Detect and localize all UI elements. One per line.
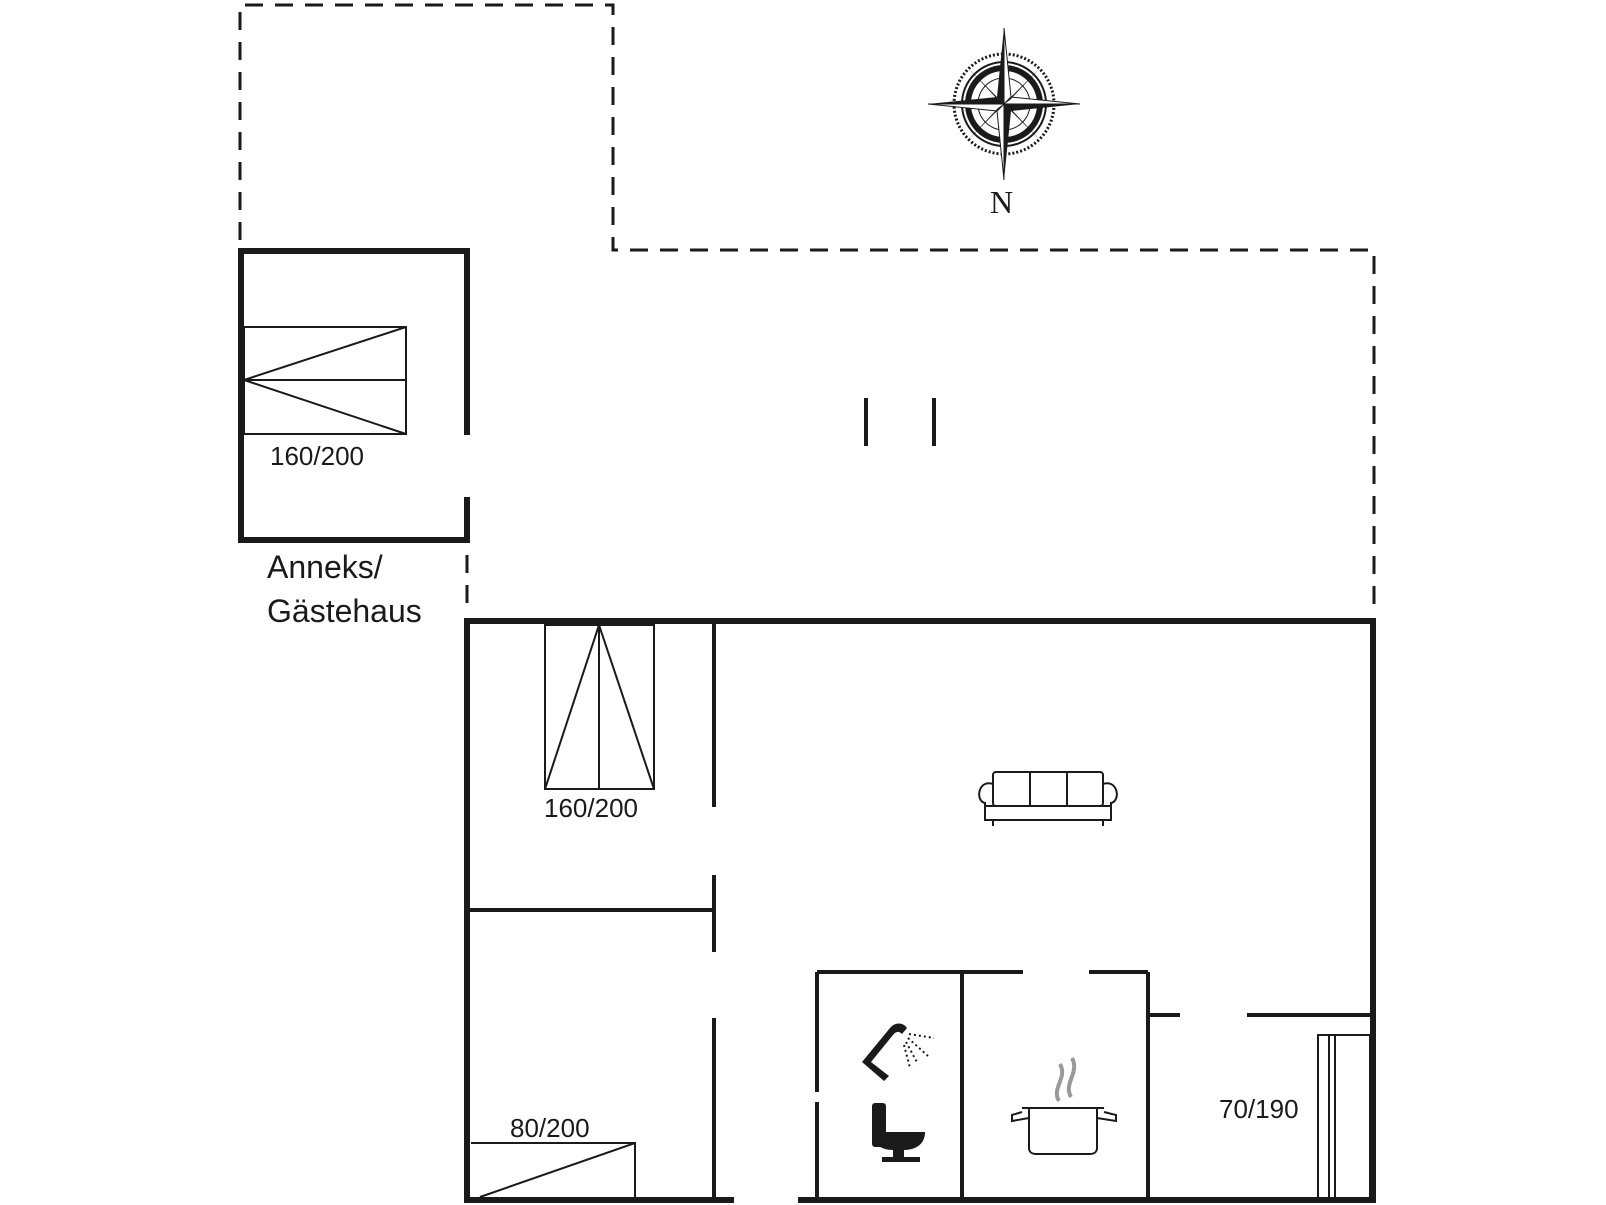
annex-name-line1: Anneks/: [267, 549, 383, 585]
sofa-icon: [978, 771, 1118, 826]
bed-icon: [243, 326, 407, 435]
terrace-marks: [864, 398, 936, 446]
bedroom2-bed-size: 80/200: [510, 1113, 590, 1143]
annex-bed-size: 160/200: [270, 441, 364, 471]
small-room-bed-size: 70/190: [1219, 1094, 1299, 1124]
annex-name-line2: Gästehaus: [267, 593, 422, 629]
terrace-outline: [238, 3, 1376, 615]
toilet-icon: [872, 1103, 925, 1162]
bed-icon: [1317, 1034, 1371, 1199]
shower-icon: [862, 1023, 935, 1081]
annex-building: [238, 248, 470, 543]
compass-rose-icon: [927, 27, 1081, 181]
bedroom1-bed-size: 160/200: [544, 793, 638, 823]
bed-icon: [471, 1142, 636, 1198]
cooking-pot-icon: [1011, 1057, 1117, 1155]
north-label: N: [990, 184, 1013, 220]
bed-icon: [544, 624, 655, 790]
main-house-walls: [464, 618, 1376, 1203]
interior-walls: [467, 621, 1373, 1200]
